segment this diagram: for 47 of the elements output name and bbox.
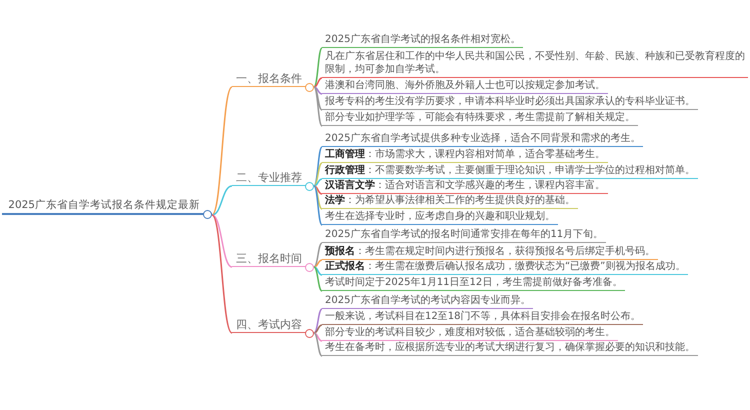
- leaf-topic: 2025广东省自学考试的报名条件相对宽松。: [322, 33, 524, 48]
- leaf-topic: 预报名：考生需在规定时间内进行预报名，获得预报名号后绑定手机号码。: [322, 245, 658, 260]
- topic-text: 二、专业推荐: [236, 171, 302, 184]
- leaf-topic: 凡在广东省居住和工作的中华人民共和国公民，不受性别、年龄、民族、种族和已受教育程度的限制，均可参加自学考试。: [322, 50, 748, 78]
- leaf-topic: 2025广东省自学考试的考试内容因专业而异。: [322, 294, 534, 309]
- branch-connector: [212, 214, 232, 268]
- leaf-topic: 2025广东省自学考试的报名时间通常安排在每年的11月下旬。: [322, 228, 606, 243]
- leaf-topic: 行政管理：不需要数学考试，主要侧重于理论知识，申请学士学位的过程相对简单。: [322, 164, 698, 179]
- branch-connector: [313, 47, 323, 88]
- branch-connector: [314, 266, 322, 276]
- leaf-topic: 考试时间定于2025年1月11日至12日，考生需提前做好备考准备。: [322, 276, 626, 291]
- leaf-topic: 2025广东省自学考试提供多种专业选择，适合不同背景和需求的考生。: [322, 132, 644, 147]
- leaf-topic: 考生在备考时，应根据所选专业的考试大纲进行复习，确保掌握必要的知识和技能。: [322, 341, 698, 356]
- branch-connector: [314, 86, 322, 111]
- branch-connector: [314, 242, 322, 268]
- branch-connector: [314, 185, 322, 195]
- leaf-topic: 正式报名：考生需在缴费后确认报名成功，缴费状态为“已缴费”则视为报名成功。: [322, 260, 688, 275]
- leaf-topic: 港澳和台湾同胞、海外侨胞及外籍人士也可以按规定参加考试。: [322, 79, 608, 94]
- leaf-topic: 考生在选择专业时，应考虑自身的兴趣和职业规划。: [322, 210, 558, 225]
- leaf-topic: 部分专业的考试科目较少，难度相对较低，适合基础较弱的考生。: [322, 326, 618, 341]
- branch-connector: [314, 332, 322, 357]
- leaf-topic: 法学：为希望从事法律相关工作的考生提供良好的基础。: [322, 194, 578, 209]
- branch-connector: [211, 214, 233, 334]
- topic-text: 四、考试内容: [236, 318, 302, 331]
- topic-text: 2025广东省自学考试报名条件规定最新: [8, 199, 200, 211]
- leaf-topic: 汉语言文学：适合对语言和文学感兴趣的考生，课程内容丰富。: [322, 179, 608, 194]
- branch-connector: [314, 324, 322, 334]
- leaf-topic: 工商管理：市场需求大，课程内容相对简单，适合零基础考生。: [322, 148, 608, 163]
- branch-connector: [314, 178, 322, 187]
- branch-connector: [314, 266, 322, 292]
- branch-connector: [314, 86, 322, 95]
- branch-connector: [314, 185, 322, 210]
- leaf-topic: 一般来说，考试科目在12至18门不等，具体科目安排会在报名时公布。: [322, 310, 644, 325]
- branch-connector: [212, 185, 232, 216]
- branch-connector: [313, 185, 323, 226]
- topic-text: 一、报名条件: [236, 72, 302, 85]
- topic-text: 三、报名时间: [236, 252, 302, 265]
- branch-connector: [313, 86, 323, 127]
- branch-connector: [211, 86, 233, 216]
- branch-connector: [314, 308, 322, 334]
- branch-connector: [314, 259, 322, 268]
- branch-connector: [314, 162, 322, 187]
- branch-connector: [314, 332, 322, 342]
- leaf-topic: 报考专科的考生没有学历要求，申请本科毕业时必须出具国家承认的专科毕业证书。: [322, 95, 698, 110]
- branch-connector: [314, 77, 322, 88]
- leaf-topic: 部分专业如护理学等，可能会有特殊要求，考生需提前了解相关规定。: [322, 111, 638, 126]
- branch-connector: [313, 146, 323, 187]
